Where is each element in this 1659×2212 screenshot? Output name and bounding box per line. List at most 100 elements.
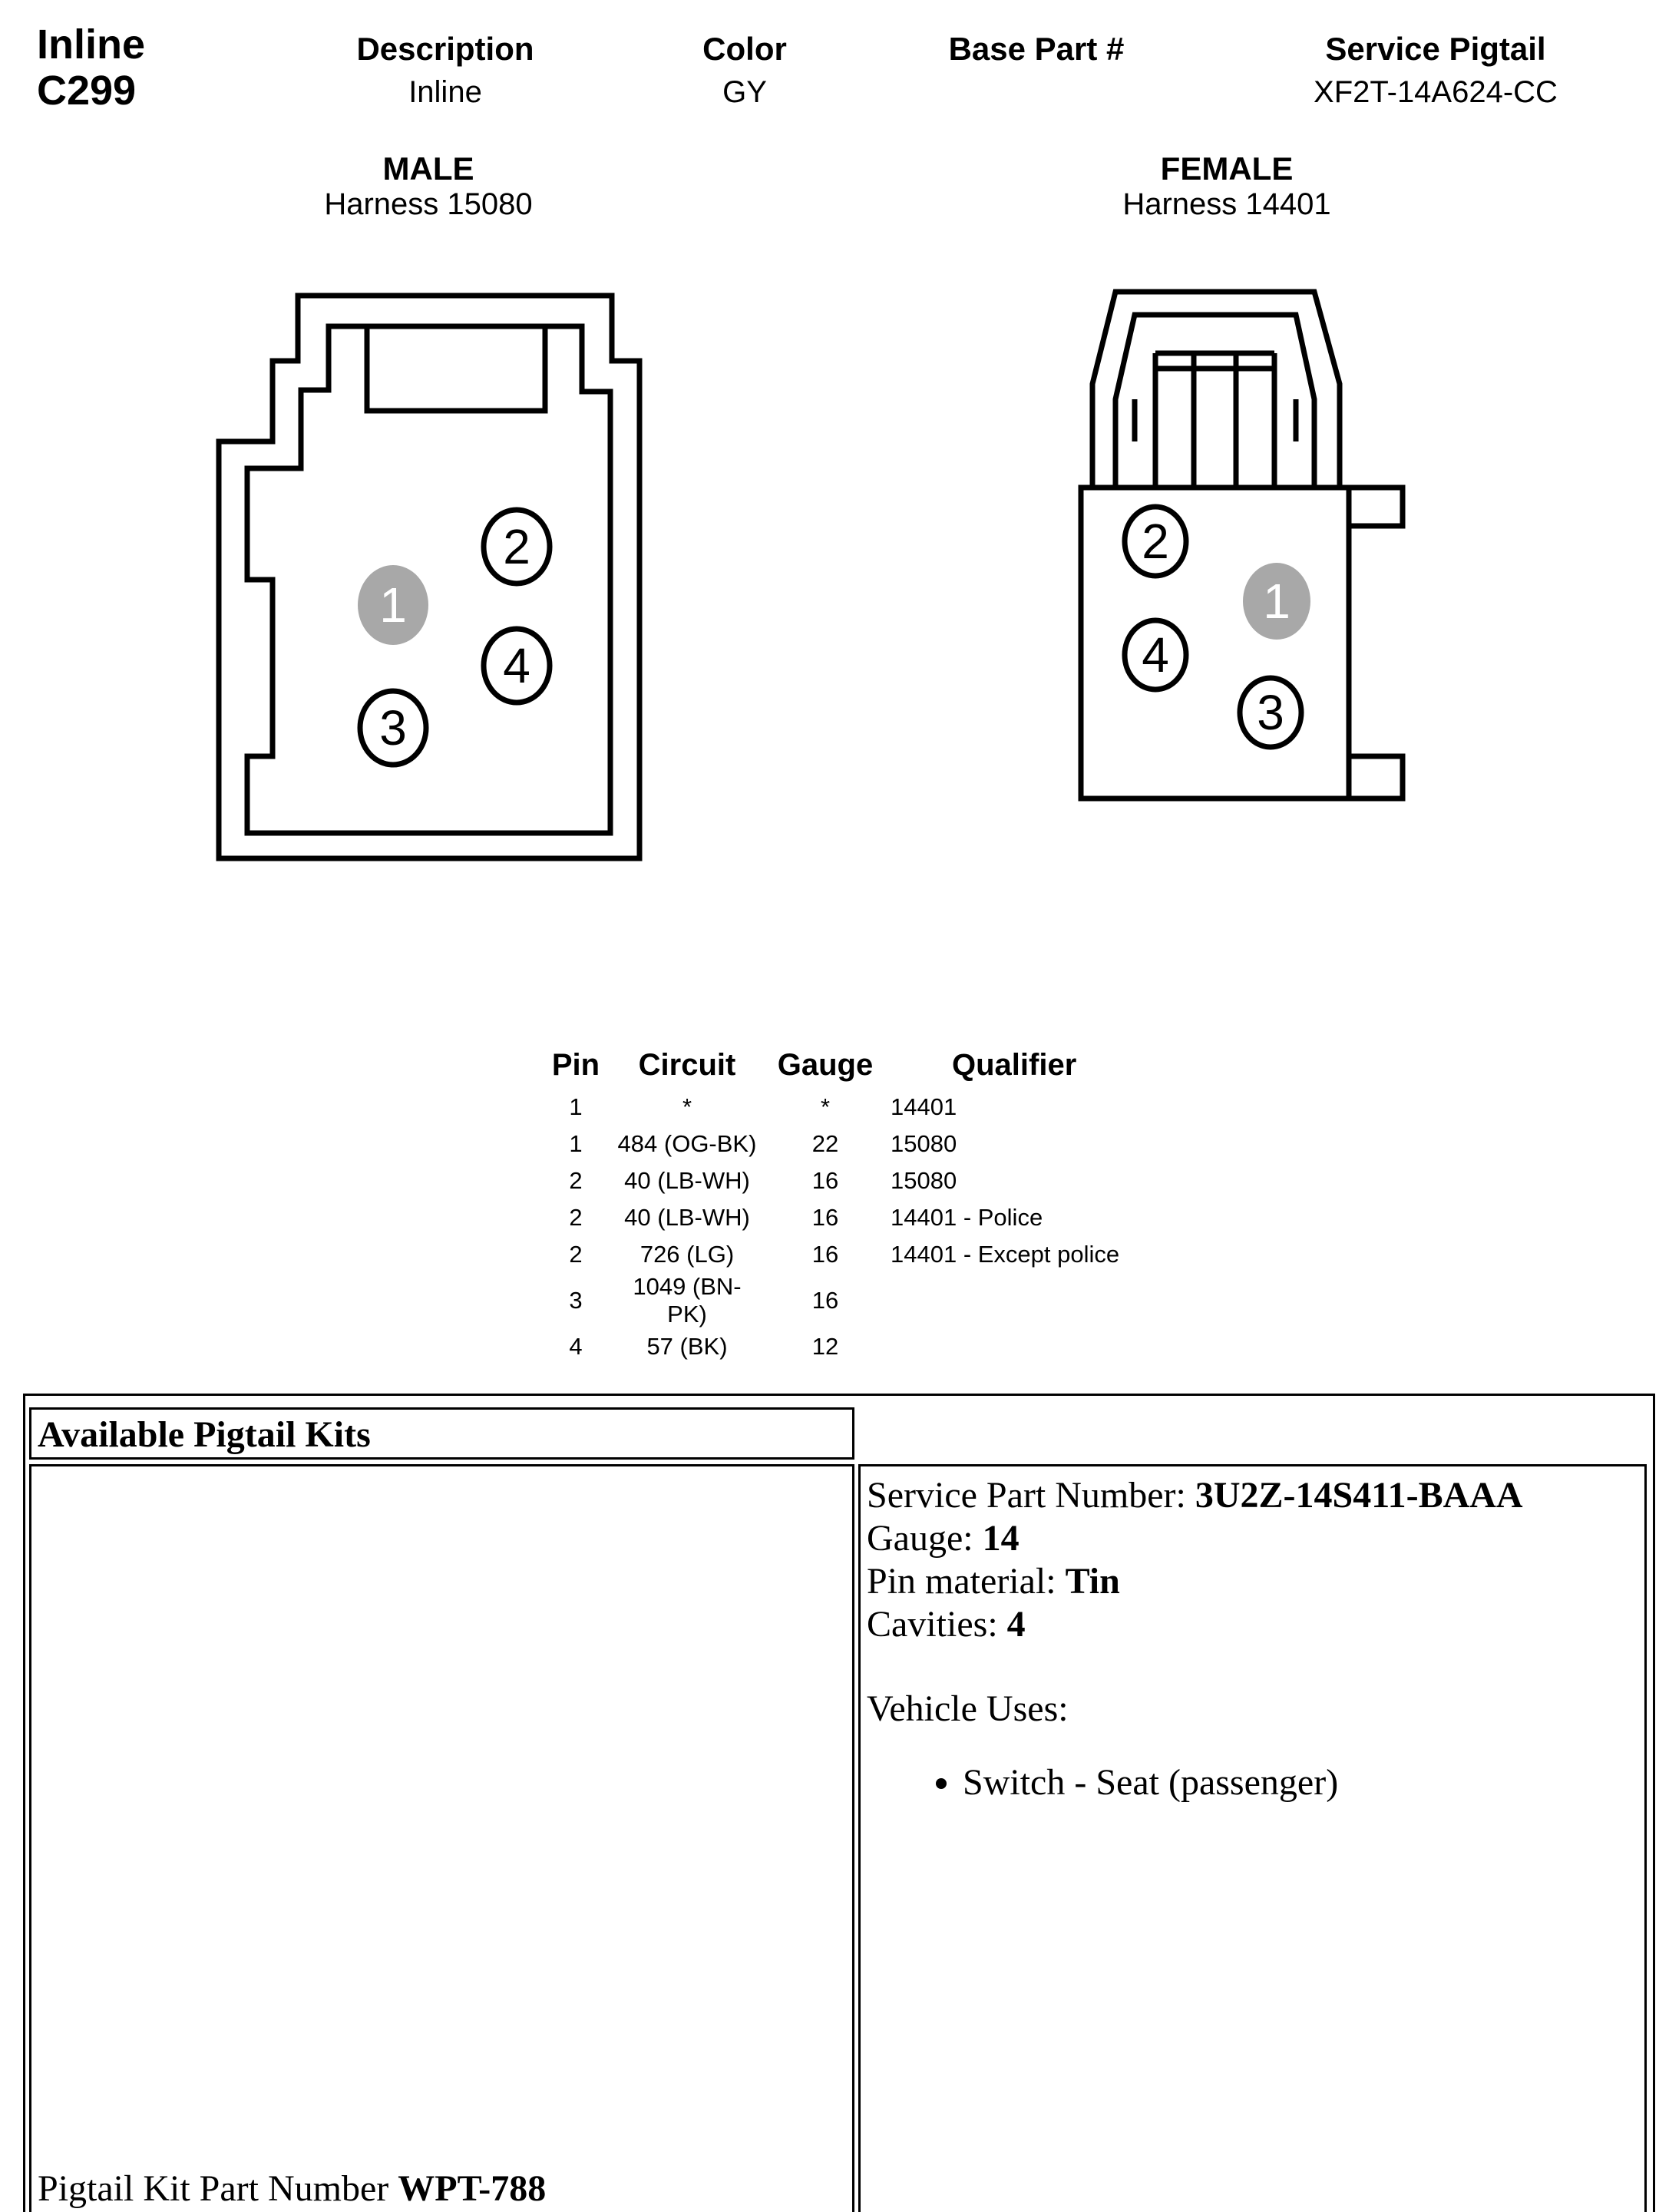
color-label: Color	[702, 31, 787, 67]
female-latch	[1112, 312, 1317, 488]
pin-material-value: Tin	[1065, 1561, 1120, 1602]
female-pin-2-label: 2	[1142, 514, 1169, 569]
col-circuit: Circuit	[638, 1048, 736, 1082]
male-latch	[364, 326, 548, 414]
cell-pin: 1	[569, 1130, 583, 1157]
female-connector-outline	[1078, 289, 1406, 802]
female-pin-3-label: 3	[1257, 685, 1284, 740]
female-tab-bottom	[1349, 753, 1406, 802]
male-inner-outline	[244, 323, 613, 836]
male-pin-3: 3	[357, 688, 429, 768]
cavities-line: Cavities: 4	[867, 1603, 1644, 1646]
connector-type: Inline	[37, 21, 146, 68]
vehicle-use-item: Switch - Seat (passenger)	[963, 1761, 1644, 1804]
table-row: 1 484 (OG-BK) 22 15080	[537, 1126, 1282, 1162]
female-pin-4: 4	[1122, 617, 1189, 693]
cell-qualifier	[891, 1273, 1282, 1328]
table-row: 2 726 (LG) 16 14401 - Except police	[537, 1236, 1282, 1273]
cell-circuit: 484 (OG-BK)	[617, 1130, 757, 1157]
table-row: 2 40 (LB-WH) 16 14401 - Police	[537, 1199, 1282, 1236]
cell-qualifier: 14401 - Police	[891, 1204, 1043, 1231]
service-pigtail-label: Service Pigtail	[1325, 31, 1546, 67]
cell-circuit: 40 (LB-WH)	[624, 1204, 750, 1231]
cell-qualifier	[891, 1328, 1282, 1365]
female-heading: FEMALE Harness 14401	[996, 150, 1457, 222]
male-label: MALE	[382, 150, 474, 187]
male-pin-4: 4	[481, 626, 553, 706]
col-qualifier: Qualifier	[952, 1048, 1077, 1082]
pigtail-kit-value: WPT-788	[398, 2168, 547, 2209]
gauge-line: Gauge: 14	[867, 1517, 1644, 1560]
pigtail-title: Available Pigtail Kits	[38, 1414, 371, 1455]
pin-table: Pin Circuit Gauge Qualifier 1 * * 14401 1 484…	[537, 1048, 1282, 1365]
female-harness: Harness 14401	[1122, 187, 1331, 221]
vehicle-uses-label: Vehicle Uses:	[867, 1688, 1069, 1729]
col-gauge: Gauge	[777, 1048, 874, 1082]
pigtail-kit-line: Pigtail Kit Part Number WPT-788	[38, 2167, 546, 2210]
cell-pin: 1	[569, 1093, 583, 1120]
pin-table-header: Pin Circuit Gauge Qualifier	[537, 1048, 1282, 1089]
female-label: FEMALE	[1160, 150, 1294, 187]
table-row: 4 57 (BK) 12	[537, 1328, 1282, 1365]
pigtail-kit-label: Pigtail Kit Part Number	[38, 2168, 398, 2209]
female-pin-1: 1	[1243, 563, 1310, 640]
cell-gauge: 12	[811, 1333, 839, 1360]
male-outer-outline	[216, 293, 643, 861]
description-value: Inline	[408, 75, 482, 109]
cell-pin: 2	[569, 1204, 583, 1231]
cell-gauge: 16	[811, 1167, 839, 1194]
male-heading: MALE Harness 15080	[198, 150, 659, 222]
male-connector-diagram: 1 2 3 4 1 2 3 4	[216, 289, 1406, 861]
col-pin: Pin	[551, 1048, 600, 1082]
service-part-value: 3U2Z-14S411-BAAA	[1195, 1475, 1523, 1516]
pin-material-label: Pin material:	[867, 1561, 1066, 1602]
cell-qualifier: 14401 - Except police	[891, 1241, 1120, 1268]
male-pin-4-label: 4	[503, 638, 530, 693]
pigtail-title-cell: Available Pigtail Kits	[29, 1407, 854, 1460]
cell-gauge: 22	[811, 1130, 839, 1157]
cavities-value: 4	[1006, 1604, 1026, 1645]
base-part-label: Base Part #	[948, 31, 1125, 67]
male-pin-3-label: 3	[379, 700, 407, 756]
cell-pin: 3	[569, 1287, 583, 1314]
table-row: 1 * * 14401	[537, 1089, 1282, 1126]
female-pin-1-label: 1	[1263, 574, 1291, 629]
vehicle-uses-list: Switch - Seat (passenger)	[867, 1761, 1644, 1804]
cell-circuit: 40 (LB-WH)	[624, 1167, 750, 1194]
male-pin-2: 2	[481, 507, 553, 587]
service-part-label: Service Part Number:	[867, 1475, 1195, 1516]
pigtail-kit-cell: Pigtail Kit Part Number WPT-788	[29, 1464, 854, 2212]
cell-qualifier: 15080	[891, 1130, 957, 1157]
service-part-line: Service Part Number: 3U2Z-14S411-BAAA	[867, 1474, 1644, 1517]
color-value: GY	[722, 75, 767, 109]
cell-gauge: 16	[811, 1287, 839, 1314]
cell-gauge: 16	[811, 1241, 839, 1268]
cell-pin: 2	[569, 1167, 583, 1194]
female-top-housing	[1089, 289, 1343, 488]
description-column: Description Inline	[292, 31, 599, 110]
cell-circuit: 57 (BK)	[646, 1333, 728, 1360]
cavities-label: Cavities:	[867, 1604, 1007, 1645]
cell-qualifier: 14401	[891, 1093, 957, 1120]
cell-qualifier: 15080	[891, 1167, 957, 1194]
cell-gauge: 16	[811, 1204, 839, 1231]
male-pin-1: 1	[358, 565, 428, 645]
gauge-value: 14	[982, 1518, 1020, 1559]
pigtail-detail-cell: Service Part Number: 3U2Z-14S411-BAAA Ga…	[858, 1464, 1647, 2212]
cell-pin: 4	[569, 1333, 583, 1360]
female-tab-top	[1349, 484, 1406, 529]
description-label: Description	[356, 31, 534, 67]
cell-gauge: *	[820, 1093, 831, 1120]
pin-material-line: Pin material: Tin	[867, 1560, 1644, 1603]
cell-pin: 2	[569, 1241, 583, 1268]
color-column: Color GY	[630, 31, 860, 110]
cell-circuit: 726 (LG)	[639, 1241, 735, 1268]
male-harness: Harness 15080	[324, 187, 533, 221]
female-pin-2: 2	[1122, 504, 1189, 579]
gauge-label: Gauge:	[867, 1518, 983, 1559]
male-pin-1-label: 1	[379, 577, 407, 633]
female-pin-3: 3	[1237, 675, 1304, 750]
cell-circuit: *	[682, 1093, 692, 1120]
